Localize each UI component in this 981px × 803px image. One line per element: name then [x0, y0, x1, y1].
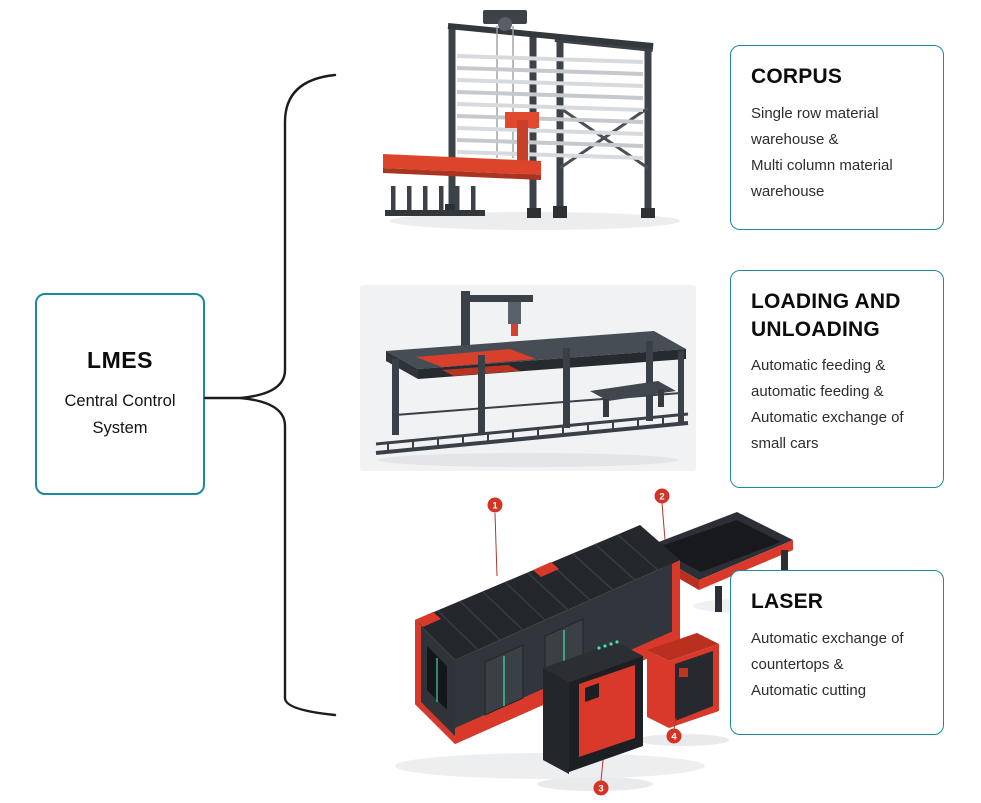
- card-corpus-line-2: warehouse &: [751, 130, 839, 148]
- card-laser-line-1: Automatic exchange of: [751, 629, 904, 647]
- warehouse-fork-pins: [385, 186, 485, 216]
- loading-table: [386, 331, 686, 435]
- card-loading-line-4: small cars: [751, 435, 819, 453]
- warehouse-frame: [445, 23, 655, 218]
- loading-machine-illustration: [360, 285, 696, 471]
- card-loading-line-3: Automatic exchange of: [751, 409, 904, 427]
- marker-3: 3: [593, 759, 609, 796]
- laser-aux-cabinet: [647, 633, 719, 728]
- lmes-title: LMES: [87, 346, 153, 373]
- brace-connector: [203, 73, 337, 717]
- marker-1-label: 1: [492, 501, 498, 512]
- card-laser: LASER Automatic exchange of countertops …: [730, 570, 944, 735]
- laser-machine-illustration: 1 2 3 4: [395, 488, 797, 796]
- loading-exchange-cart: [590, 381, 676, 417]
- marker-4-label: 4: [671, 732, 677, 743]
- marker-2-label: 2: [659, 492, 664, 503]
- marker-1: 1: [487, 497, 503, 577]
- card-loading-unloading: LOADING AND UNLOADING Automatic feeding …: [730, 270, 944, 488]
- card-laser-line-3: Automatic cutting: [751, 681, 867, 699]
- warehouse-hoist: [483, 10, 527, 158]
- card-loading-line-1: Automatic feeding &: [751, 357, 886, 375]
- lmes-subtitle-line1: Central Control: [64, 391, 176, 410]
- warehouse-trays: [457, 54, 643, 160]
- card-laser-heading: LASER: [751, 590, 824, 613]
- laser-chiller-cabinet: [543, 640, 643, 774]
- card-loading-heading: LOADING AND UNLOADING: [751, 290, 901, 341]
- warehouse-machine-illustration: [383, 10, 680, 230]
- card-corpus-line-1: Single row material: [751, 104, 879, 122]
- warehouse-transfer-arm: [383, 112, 541, 180]
- loading-track: [375, 412, 689, 455]
- card-loading-line-2: automatic feeding &: [751, 383, 884, 401]
- marker-2: 2: [654, 488, 670, 541]
- lmes-box: LMES Central Control System: [35, 293, 205, 495]
- lmes-subtitle-line2: System: [92, 418, 148, 437]
- card-corpus-line-3: Multi column material: [751, 156, 893, 174]
- card-corpus: CORPUS Single row material warehouse & M…: [730, 45, 944, 230]
- marker-4: 4: [666, 717, 682, 744]
- loading-gantry: [461, 291, 533, 357]
- card-corpus-line-4: warehouse: [751, 182, 825, 200]
- card-corpus-heading: CORPUS: [751, 65, 843, 88]
- card-laser-line-2: countertops &: [751, 655, 844, 673]
- marker-3-label: 3: [598, 784, 603, 795]
